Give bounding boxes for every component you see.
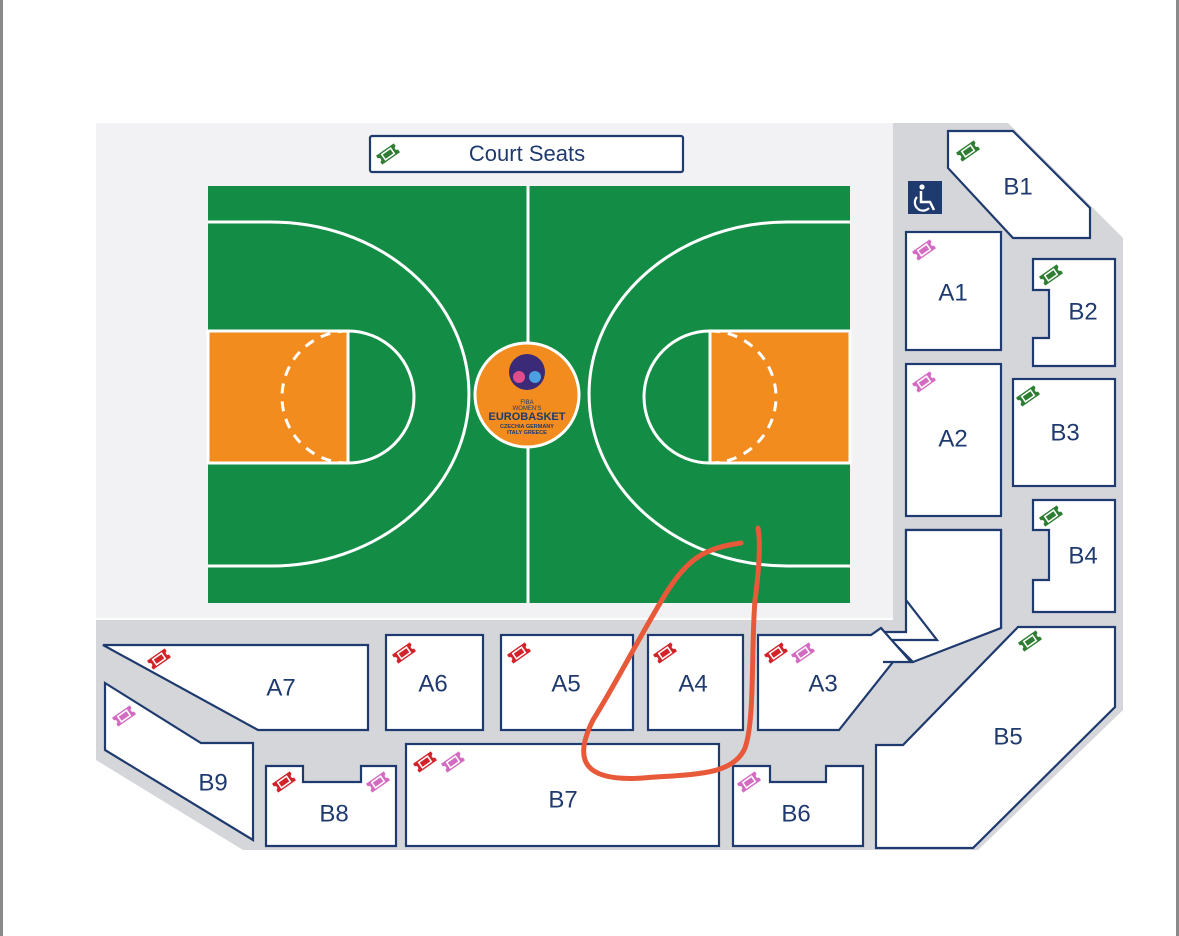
section-B3[interactable]: B3: [1011, 377, 1117, 488]
basketball-court: FIBA WOMEN'S EUROBASKET CZECHIA GERMANY …: [206, 186, 852, 603]
center-logo: FIBA WOMEN'S EUROBASKET CZECHIA GERMANY …: [473, 341, 581, 449]
court-seats-label: Court Seats: [469, 141, 585, 166]
seating-map: Court Seats FIBA WOMEN'S EU: [96, 123, 1123, 850]
section-A1[interactable]: A1: [904, 230, 1003, 352]
svg-text:WOMEN'S: WOMEN'S: [513, 406, 542, 412]
section-A2[interactable]: A2: [904, 362, 1003, 518]
annotation-circle: [581, 525, 762, 781]
section-A6[interactable]: A6: [384, 633, 485, 732]
svg-text:CZECHIA GERMANY: CZECHIA GERMANY: [500, 424, 554, 430]
svg-text:EUROBASKET: EUROBASKET: [488, 411, 565, 423]
section-A4[interactable]: A4: [646, 633, 745, 732]
svg-text:ITALY GREECE: ITALY GREECE: [507, 430, 547, 436]
section-B7[interactable]: B7: [404, 742, 721, 848]
svg-text:FIBA: FIBA: [520, 400, 533, 406]
court-seats-box[interactable]: Court Seats: [368, 134, 685, 174]
wheelchair-icon: [908, 181, 942, 214]
section-A5[interactable]: A5: [499, 633, 635, 732]
